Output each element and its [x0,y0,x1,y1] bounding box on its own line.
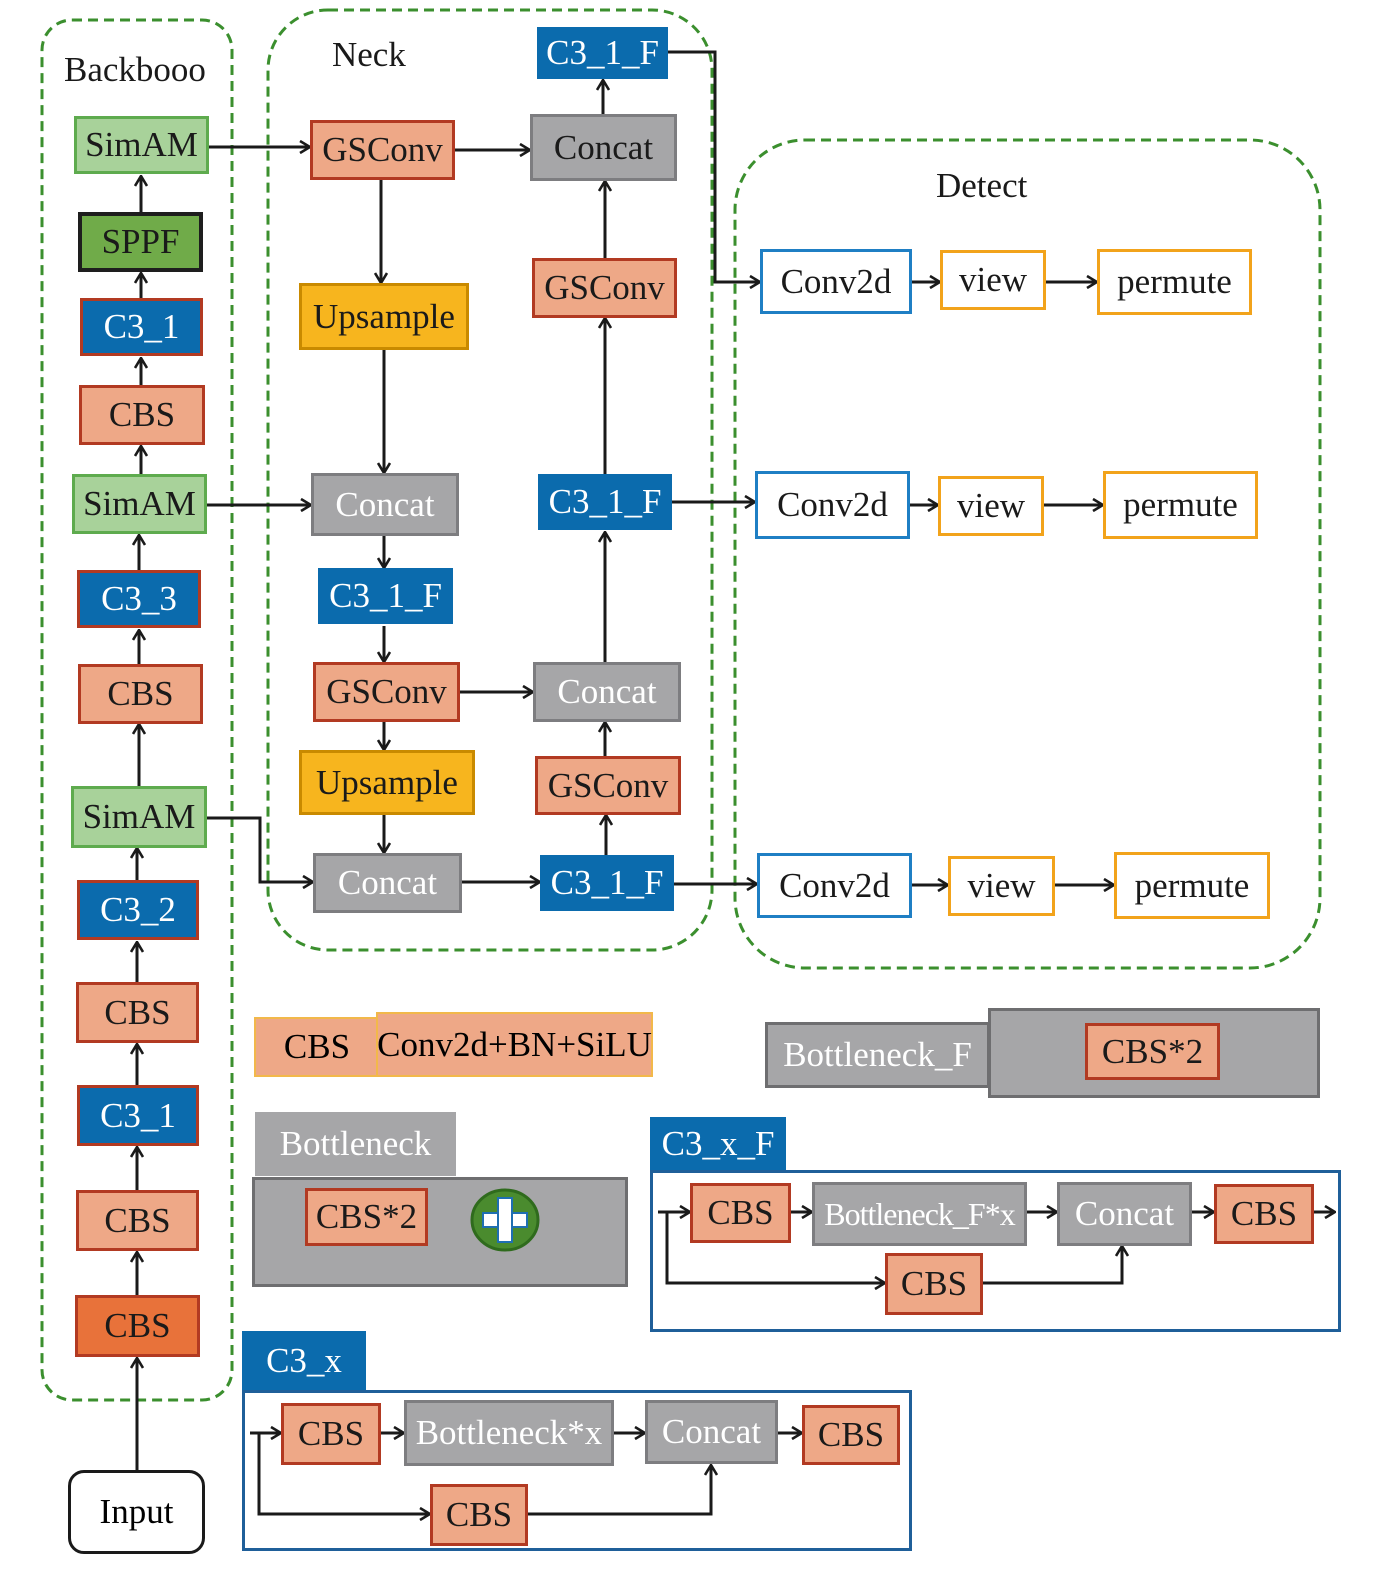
legend-cbs-label: CBS [254,1017,380,1077]
upsample-block: Upsample [299,750,475,815]
c3-3-block: C3_3 [77,570,201,628]
cbs-block: CBS [78,664,203,724]
c3xf-cbs-out: CBS [1214,1184,1314,1244]
neck-title: Neck [332,35,406,74]
detect-title: Detect [936,166,1028,205]
conv2d-block: Conv2d [755,471,910,539]
c3x-cbs-skip: CBS [430,1484,528,1546]
c3xf-panel [650,1170,1341,1332]
c3xf-bottleneck: Bottleneck_F*x [812,1182,1027,1246]
bottleneck-f-cbs: CBS*2 [1085,1023,1220,1080]
input-block: Input [68,1470,205,1554]
simam-block: SimAM [72,474,207,534]
c3xf-cbs-skip: CBS [885,1253,983,1315]
c3x-label: C3_x [242,1331,366,1391]
gsconv-block: GSConv [532,258,677,318]
conv2d-block: Conv2d [757,853,912,918]
permute-block: permute [1097,249,1252,315]
bottleneck-label: Bottleneck [255,1112,456,1176]
c3xf-label: C3_x_F [650,1117,786,1171]
cbs-block: CBS [76,1190,199,1251]
concat-block: Concat [533,662,681,722]
detect-group [733,138,1322,970]
gsconv-block: GSConv [313,662,460,722]
concat-block: Concat [313,853,462,913]
add-icon [470,1188,540,1252]
gsconv-block: GSConv [535,756,681,815]
permute-block: permute [1114,852,1270,919]
simam-block: SimAM [71,786,207,848]
c3xf-cbs: CBS [690,1183,791,1243]
c3-1-f-block: C3_1_F [537,27,668,79]
cbs-block: CBS [76,982,199,1043]
c3x-panel [242,1390,912,1551]
c3xf-concat: Concat [1057,1182,1192,1246]
gsconv-block: GSConv [310,120,455,180]
view-block: view [948,856,1055,916]
backbone-title: Backbooo [64,50,206,89]
c3-1-block: C3_1 [80,298,203,356]
upsample-block: Upsample [299,283,469,350]
c3x-concat: Concat [645,1400,778,1464]
simam-block: SimAM [74,116,209,174]
sppf-block: SPPF [78,212,203,272]
cbs-block: CBS [79,385,205,445]
concat-block: Concat [530,114,677,181]
view-block: view [940,250,1046,310]
c3x-bottleneck: Bottleneck*x [404,1400,614,1466]
bottleneck-f-label: Bottleneck_F [765,1022,990,1088]
c3-1-f-block: C3_1_F [538,474,672,530]
c3-1-block: C3_1 [77,1085,199,1146]
legend-cbs-definition: Conv2d+BN+SiLU [376,1012,653,1077]
c3-1-f-block: C3_1_F [540,855,674,911]
c3x-cbs: CBS [281,1403,381,1465]
cbs-input-block: CBS [75,1295,200,1357]
c3-2-block: C3_2 [77,880,199,940]
c3-1-f-block: C3_1_F [318,568,453,624]
bottleneck-cbs: CBS*2 [305,1188,428,1246]
permute-block: permute [1103,471,1258,539]
view-block: view [938,476,1044,536]
neck-group [266,8,714,952]
concat-block: Concat [311,473,459,536]
c3x-cbs-out: CBS [802,1405,900,1465]
conv2d-block: Conv2d [760,249,912,314]
